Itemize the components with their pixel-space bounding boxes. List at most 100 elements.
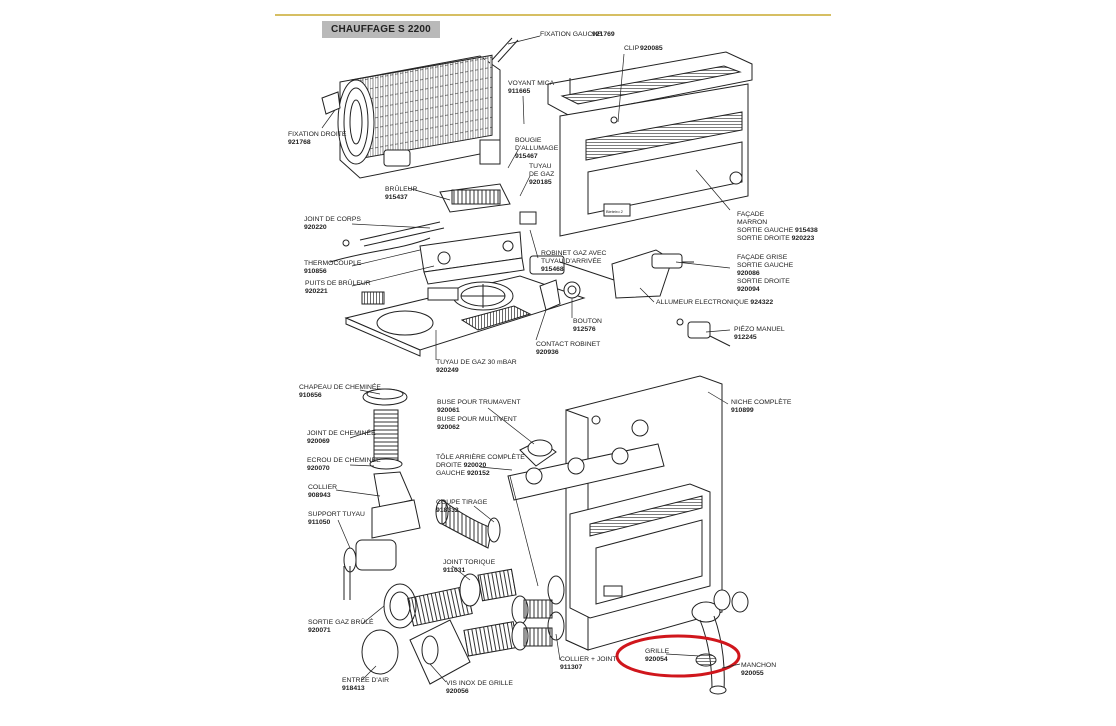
label-tuyau-30: TUYAU DE GAZ 30 mBAR 920249 [436,359,517,375]
label-fixation-droite: FIXATION DROITE 921768 [288,131,346,147]
label-ref: 921769 [592,31,615,38]
label-ref: 920221 [305,288,328,295]
page-title: CHAUFFAGE S 2200 [331,24,431,35]
label-support-tuyau: SUPPORT TUYAU 911050 [308,511,365,527]
label-ref: 920055 [741,670,764,677]
label-name: ENTRÉE D'AIR [342,677,389,684]
label-ref: 918332 [436,507,459,514]
label-ref: 924322 [750,299,774,306]
label-name: CONTACT ROBINET [536,341,601,348]
heat-exchanger [321,37,519,179]
label-name: VOYANT MICA [508,80,555,87]
label-bouton: BOUTON 912576 [573,318,602,334]
grille-highlight-circle [615,634,741,678]
label-line: FAÇADE [737,211,765,218]
label-tole: TÔLE ARRIÈRE COMPLÈTE DROITE 920020 GAUC… [436,454,525,478]
label-line: TUYAU [529,163,552,170]
label-ref: 921768 [288,139,311,146]
label-ref: 920070 [307,465,330,472]
label-piezo: PIÉZO MANUEL 912245 [734,326,785,342]
label-line: MARRON [737,219,768,226]
label-name: SUPPORT TUYAU [308,511,365,518]
label-name: ALLUMEUR ELECTRONIQUE [656,299,749,306]
label-niche: NICHE COMPLÈTE 910899 [731,399,791,415]
label-collier-joint: COLLIER + JOINT 911307 [560,656,616,672]
label-name: CLIP [624,45,640,52]
label-ref: 920185 [529,179,552,186]
label-ref: 911031 [443,567,466,574]
ref-fixation-gauche: 921769 [592,31,615,39]
label-joint-cheminee: JOINT DE CHEMINÉE 920069 [307,430,376,446]
label-ref: 920056 [446,688,469,695]
label-ref: 920069 [307,438,330,445]
heater-in-niche [569,483,749,695]
label-name: BUSE POUR MULTIVENT [437,416,517,423]
label-ref: 920071 [308,627,331,634]
chimney-parts [343,388,421,600]
label-coupe-tirage: COUPE TIRAGE 918332 [436,499,487,515]
label-line: SORTIE GAUCHE [737,262,794,269]
label-bruleur: BRÛLEUR 915437 [385,186,417,202]
facade [547,51,753,237]
label-ecrou: ECROU DE CHEMINÉE 920070 [307,457,381,473]
label-tuyau-gaz: TUYAU DE GAZ 920185 [529,163,554,187]
label-vis-inox: VIS INOX DE GRILLE 920056 [446,680,513,696]
label-ref: 910656 [299,392,322,399]
label-ref: 915468 [541,266,564,273]
label-ref: 920085 [640,45,663,52]
label-line: DE GAZ [529,171,555,178]
label-allumeur: ALLUMEUR ELECTRONIQUE 924322 [656,299,773,307]
label-ref: 915438 [795,227,818,234]
label-ref: 920062 [437,424,460,431]
label-ref: 910899 [731,407,754,414]
label-chapeau: CHAPEAU DE CHEMINÉE 910656 [299,384,381,400]
label-contact-robinet: CONTACT ROBINET 920936 [536,341,600,357]
label-name: FIXATION DROITE [288,131,347,138]
label-line: DROITE [436,462,462,469]
label-name: JOINT DE CORPS [304,216,361,223]
label-line: BOUGIE [515,137,542,144]
label-collier: COLLIER 908943 [308,484,337,500]
label-name: TUYAU DE GAZ 30 mBAR [436,359,517,366]
label-line: SORTIE DROITE [737,235,790,242]
label-name: GRILLE [645,648,670,655]
label-ref: 911050 [308,519,331,526]
label-name: PUITS DE BRÛLEUR [305,280,371,287]
label-name: MANCHON [741,662,777,669]
label-name: THERMOCOUPLE [304,260,362,267]
label-name: SORTIE GAZ BRÛLÉ [308,619,374,626]
top-rule [275,14,831,16]
label-line: TUYAU D'ARRIVÉE [541,258,602,265]
label-voyant-mica: VOYANT MICA 911665 [508,80,554,96]
label-manchon: MANCHON 920055 [741,662,776,678]
label-buse-multi: BUSE POUR MULTIVENT 920062 [437,416,517,432]
label-name: BOUTON [573,318,602,325]
label-grille: GRILLE 920054 [645,648,669,664]
label-joint-corps: JOINT DE CORPS 920220 [304,216,361,232]
label-ref: 912245 [734,334,757,341]
label-sortie-gaz: SORTIE GAZ BRÛLÉ 920071 [308,619,374,635]
label-facade-marron: FAÇADE MARRON SORTIE GAUCHE 915438 SORTI… [737,211,818,243]
label-ref: 908943 [308,492,331,499]
label-name: NICHE COMPLÈTE [731,399,792,406]
label-ref: 912576 [573,326,596,333]
exhaust-flue [361,568,565,685]
igniter [611,249,694,299]
label-line: D'ALLUMAGE [515,145,559,152]
label-ref: 911665 [508,88,531,95]
label-name: COLLIER + JOINT [560,656,617,663]
piezo [676,318,731,347]
label-line: SORTIE GAUCHE [737,227,794,234]
title-banner: CHAUFFAGE S 2200 [322,21,440,38]
label-name: BRÛLEUR [385,186,418,193]
label-ref: 915437 [385,194,408,201]
label-ref: 910856 [304,268,327,275]
label-ref: 920020 [463,462,487,469]
label-robinet-gaz: ROBINET GAZ AVEC TUYAU D'ARRIVÉE 915468 [541,250,606,274]
leader-lines [321,35,741,683]
label-facade-grise: FAÇADE GRISE SORTIE GAUCHE 920086 SORTIE… [737,254,793,294]
label-puits-bruleur: PUITS DE BRÛLEUR 920221 [305,280,371,296]
label-name: COUPE TIRAGE [436,499,488,506]
label-entree-air: ENTRÉE D'AIR 918413 [342,677,389,693]
label-name: PIÉZO MANUEL [734,326,785,333]
